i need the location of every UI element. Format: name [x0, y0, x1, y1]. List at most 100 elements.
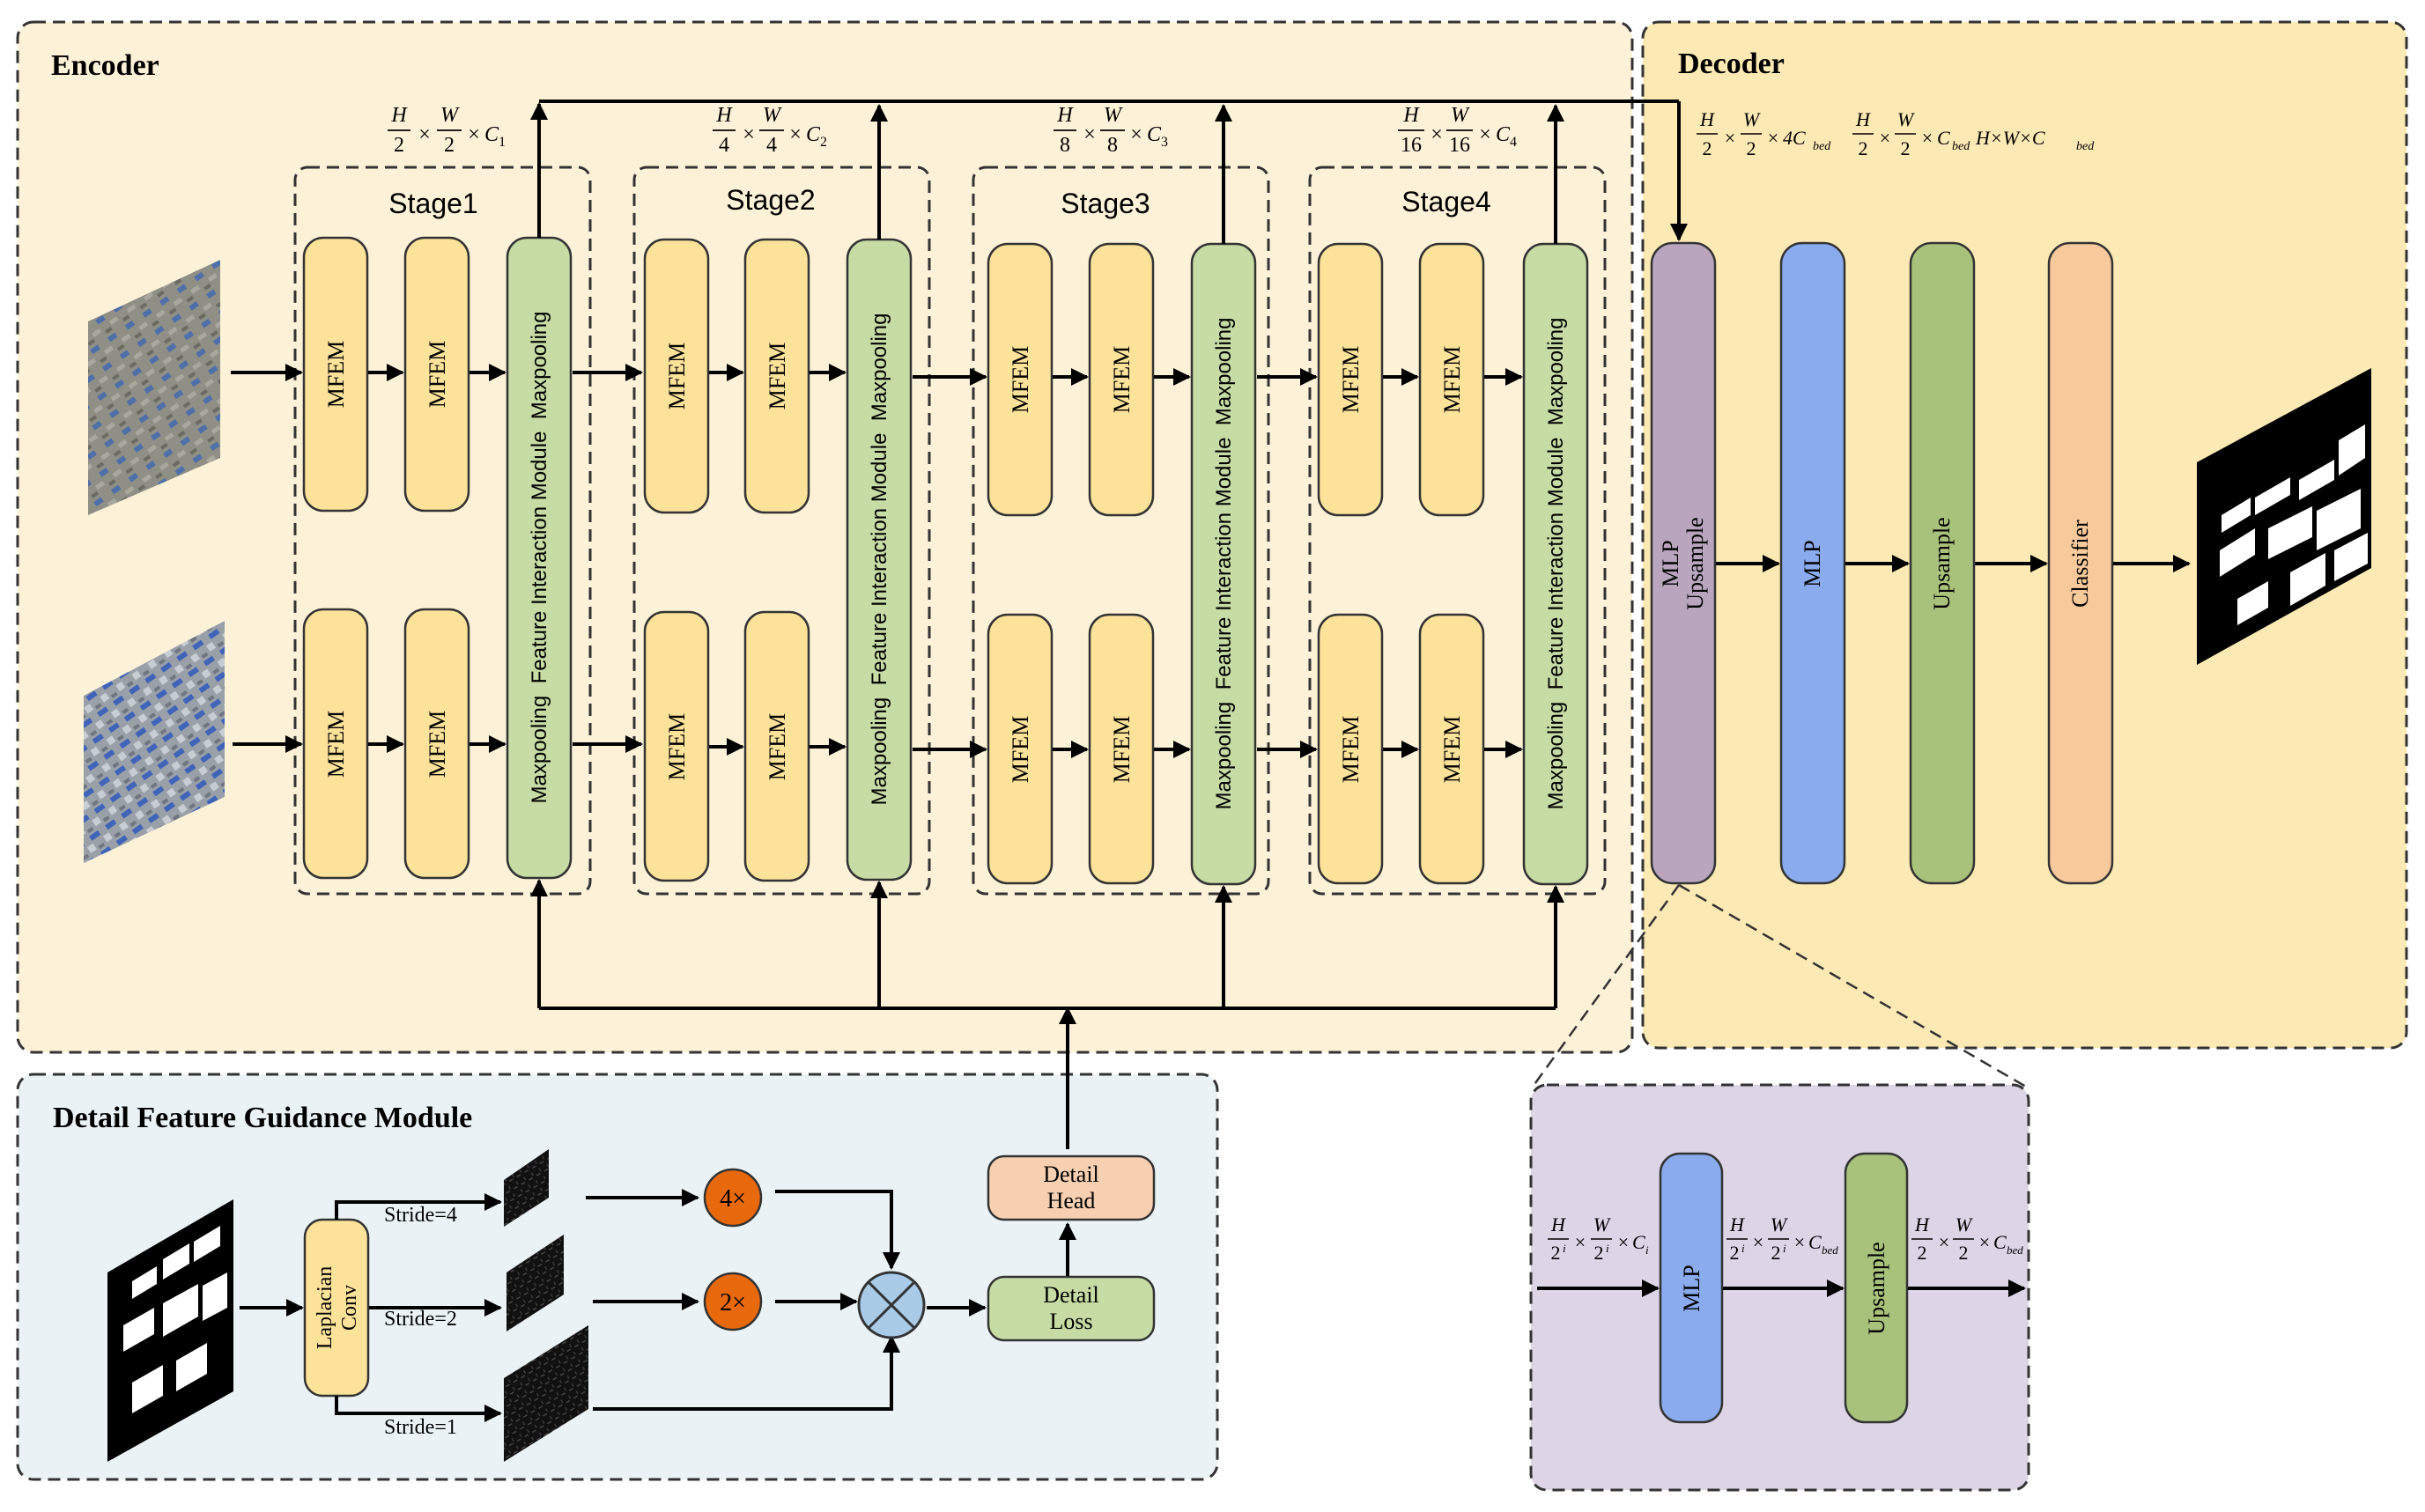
svg-text:16: 16 — [1449, 134, 1470, 157]
input-mask — [107, 1199, 233, 1462]
stage4-label: Stage4 — [1401, 186, 1490, 218]
svg-text:8: 8 — [1107, 134, 1118, 157]
svg-text:H: H — [1056, 104, 1074, 127]
mfem-block — [743, 238, 810, 514]
svg-text:bed: bed — [2076, 140, 2095, 153]
svg-text:H: H — [390, 104, 408, 127]
svg-text:H: H — [715, 104, 733, 127]
svg-text:×: × — [1922, 127, 1933, 149]
svg-text:×: × — [1880, 127, 1890, 149]
svg-text:W: W — [1104, 104, 1123, 127]
mfem-block — [1088, 613, 1155, 885]
mfem-label: MFEM — [1109, 346, 1135, 414]
svg-text:i: i — [1741, 1242, 1745, 1255]
svg-text:×: × — [1130, 123, 1142, 146]
svg-text:Conv: Conv — [338, 1285, 361, 1331]
mfem-block — [743, 610, 810, 882]
svg-text:C: C — [484, 123, 499, 146]
mfem-block — [1088, 242, 1155, 517]
decoder-title: Decoder — [1678, 48, 1785, 80]
decoder-dim-label-2: H 2 × W 2 × C bed — [1852, 108, 1970, 159]
svg-text:W: W — [440, 104, 460, 127]
svg-text:4: 4 — [1510, 135, 1517, 150]
fim-label: Maxpooling Feature Interaction Module Ma… — [868, 313, 891, 806]
svg-text:2: 2 — [444, 134, 455, 157]
svg-text:MLP: MLP — [1658, 540, 1683, 586]
fim-label: Maxpooling Feature Interaction Module Ma… — [1544, 318, 1568, 810]
inset-mlp-label: MLP — [1679, 1265, 1704, 1311]
svg-text:W: W — [1771, 1213, 1788, 1235]
stage4-box — [1308, 166, 1607, 896]
edge-map-stride-4 — [504, 1149, 549, 1227]
svg-text:H×W×C: H×W×C — [1975, 127, 2045, 149]
svg-text:C: C — [1808, 1231, 1822, 1253]
decoder-dim-label-3: H×W×C bed — [1975, 127, 2095, 153]
svg-text:×: × — [1939, 1231, 1949, 1253]
svg-text:C: C — [1496, 123, 1511, 146]
laplacian-conv-label: Laplacian Conv — [314, 1266, 361, 1350]
svg-text:×: × — [1725, 127, 1735, 149]
svg-text:W: W — [1451, 104, 1470, 127]
zoom-lines — [1531, 883, 2027, 1088]
stage2-box — [632, 166, 931, 896]
mfem-block — [403, 236, 470, 513]
svg-text:H: H — [1855, 108, 1871, 130]
mfem-block — [302, 608, 369, 880]
svg-text:4: 4 — [766, 134, 777, 157]
stage2-dim-label: H 4 × W 4 × C 2 — [713, 104, 827, 157]
encoder-panel — [16, 20, 1634, 1054]
mfem-block — [987, 613, 1054, 885]
mfem-label: MFEM — [1439, 716, 1465, 784]
upsample-block — [1909, 241, 1976, 885]
svg-text:×: × — [1753, 1231, 1763, 1253]
inset-dim-label-2: H 2 i × W 2 i × C bed — [1726, 1213, 1838, 1264]
svg-text:i: i — [1606, 1242, 1609, 1255]
svg-text:2: 2 — [1901, 137, 1911, 159]
svg-text:×: × — [1794, 1231, 1805, 1253]
mfem-label: MFEM — [323, 711, 349, 778]
svg-text:×: × — [1768, 127, 1778, 149]
mfem-label: MFEM — [1008, 346, 1033, 414]
svg-text:W: W — [1743, 108, 1761, 130]
mfem-block — [1317, 613, 1384, 885]
mfem-block — [403, 608, 470, 880]
svg-text:×: × — [1618, 1231, 1629, 1253]
stage4-dim-label: H 16 × W 16 × C 4 — [1398, 104, 1517, 157]
svg-text:×: × — [789, 123, 802, 146]
stage1-dim-label: H 2 × W 2 × C 1 — [388, 104, 506, 157]
svg-text:2: 2 — [1747, 137, 1756, 159]
decoder-dim-label-1: H 2 × W 2 × 4C bed — [1697, 108, 1831, 159]
svg-text:W: W — [1956, 1213, 1973, 1235]
svg-text:W: W — [1897, 108, 1915, 130]
svg-text:i: i — [1783, 1242, 1786, 1255]
svg-text:4: 4 — [719, 134, 729, 157]
detail-lines — [240, 1189, 1076, 1422]
svg-text:C: C — [1632, 1231, 1645, 1253]
mfem-block — [987, 242, 1054, 517]
edge-map-stride-1 — [504, 1325, 588, 1462]
svg-text:×: × — [1431, 123, 1443, 146]
otimes-icon — [857, 1271, 926, 1339]
mfem-label: MFEM — [1338, 346, 1364, 414]
mfem-block — [302, 236, 369, 513]
fim-label: Maxpooling Feature Interaction Module Ma… — [1212, 318, 1236, 810]
mfem-block — [643, 238, 710, 514]
svg-text:C: C — [1937, 127, 1950, 149]
detail-loss-line2: Loss — [1049, 1309, 1092, 1334]
mfem-block — [643, 610, 710, 882]
svg-text:3: 3 — [1161, 135, 1168, 150]
svg-text:W: W — [763, 104, 782, 127]
mfem-label: MFEM — [765, 713, 790, 781]
mfem-block — [1418, 613, 1485, 885]
multiplier-4x-label: 4× — [720, 1185, 746, 1213]
svg-text:bed: bed — [1813, 140, 1831, 153]
svg-text:2: 2 — [1771, 1242, 1781, 1264]
svg-text:Upsample: Upsample — [1682, 517, 1708, 609]
stage1-box — [293, 166, 592, 896]
svg-text:H: H — [1729, 1213, 1745, 1235]
svg-text:bed: bed — [2007, 1243, 2023, 1257]
mlp-upsample-block — [1650, 241, 1717, 885]
svg-text:8: 8 — [1060, 134, 1070, 157]
svg-text:2: 2 — [394, 134, 404, 157]
